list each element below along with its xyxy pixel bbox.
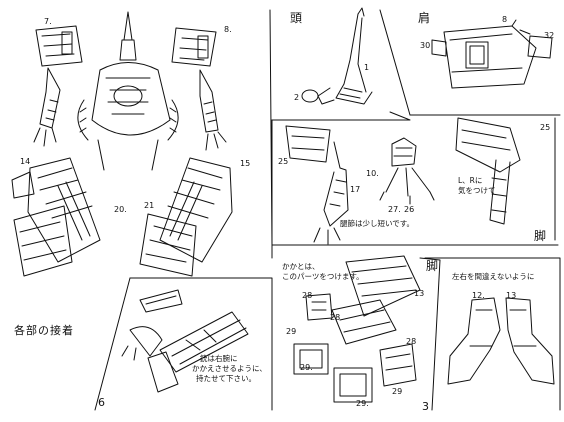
part-number-29-b: 29.: [300, 363, 313, 372]
panel-borders: [94, 9, 561, 411]
part-number-8-shoulder: 8: [502, 15, 508, 24]
part-number-26: 26: [404, 205, 415, 214]
part-number-13-leg: 13: [414, 289, 425, 298]
part-number-13-outline: 13: [506, 291, 517, 300]
shoulder-drawing: [431, 19, 553, 89]
part-number-29-d: 29.: [356, 399, 369, 408]
section-head-title: 頭: [290, 11, 303, 25]
head-drawing: [301, 7, 373, 105]
section-foot-title: 脚: [426, 259, 439, 273]
part-number-27: 27.: [388, 205, 401, 214]
part-number-2: 2: [294, 93, 300, 102]
part-number-14: 14: [20, 157, 31, 166]
note-lr-line1: L、Rに: [458, 176, 483, 185]
part-number-29-a: 29: [286, 327, 297, 336]
part-number-17: 17: [350, 185, 361, 194]
note-no-mistake: 左右を間違えないように: [452, 272, 535, 281]
section-shoulder-title: 肩: [418, 11, 431, 25]
part-number-32: 32: [544, 31, 555, 40]
part-number-12: 12.: [472, 291, 485, 300]
note-thigh: 腿節は少し短いです。: [340, 219, 415, 228]
part-number-25-right: 25: [540, 123, 551, 132]
step-number-3: 3: [422, 400, 429, 413]
note-heel-line1: かかとは、: [282, 262, 320, 271]
part-number-7: 7.: [44, 17, 52, 26]
leg-detail-drawing: [293, 255, 421, 403]
section-leg-title: 脚: [534, 229, 547, 243]
arms-detail-drawing: [285, 117, 521, 245]
note-heel-line2: このパーツをつけます。: [282, 272, 364, 281]
part-number-20: 20.: [114, 205, 127, 214]
gun-drawing: [121, 289, 249, 393]
part-number-8-main: 8.: [224, 25, 232, 34]
part-number-1: 1: [364, 63, 370, 72]
note-gun-line2: かかえさせるように、: [192, 364, 267, 373]
note-gun-line1: 銃は右腕に: [200, 354, 238, 363]
leg-outline-parts-drawing: [447, 297, 555, 385]
part-number-29-c: 29: [392, 387, 403, 396]
part-number-28-c: 28: [406, 337, 417, 346]
page-title: 各部の接着: [14, 324, 74, 337]
main-assembly-drawing: [11, 11, 233, 277]
note-gun-line3: 持たせて下さい。: [196, 374, 256, 383]
part-number-28-b: 28: [330, 313, 341, 322]
step-number-6: 6: [98, 396, 105, 409]
part-number-10: 10.: [366, 169, 379, 178]
note-lr-line2: 気をつけて: [458, 186, 496, 195]
part-number-28-a: 28: [302, 291, 313, 300]
part-number-25-left: 25: [278, 157, 289, 166]
part-number-30: 30: [420, 41, 431, 50]
part-number-21: 21: [144, 201, 155, 210]
part-number-15: 15: [240, 159, 251, 168]
